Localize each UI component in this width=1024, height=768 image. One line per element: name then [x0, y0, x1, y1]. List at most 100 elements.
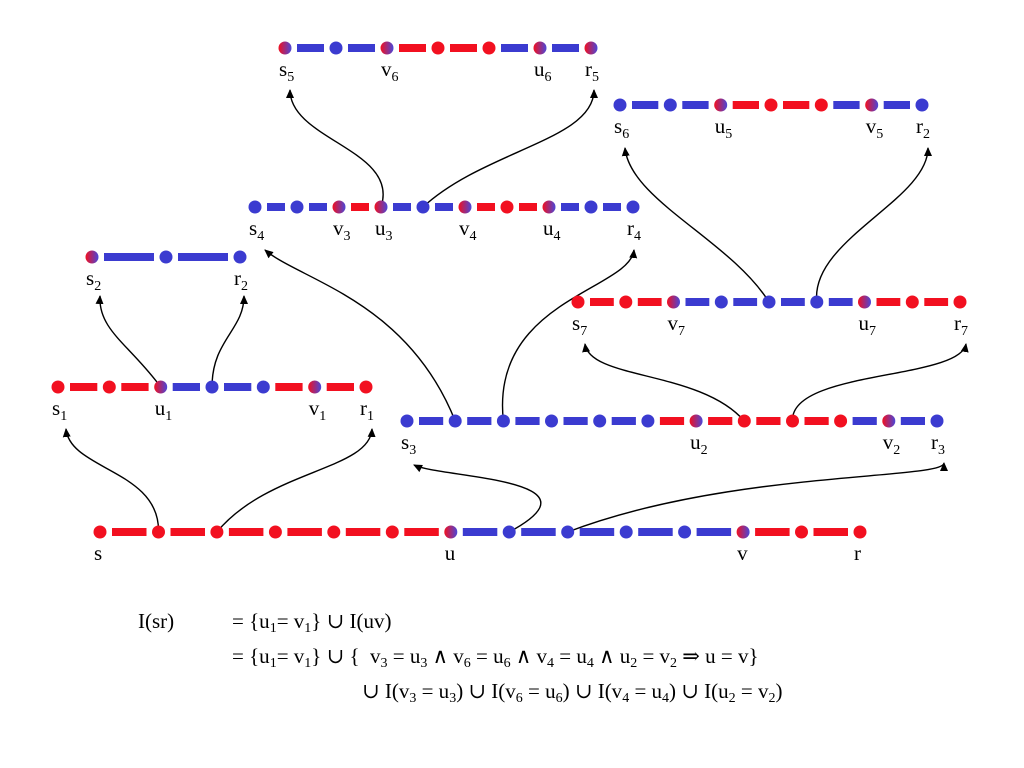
chain-node: [736, 525, 750, 539]
decomposition-arrow: [62, 428, 160, 533]
edge-segment: [399, 44, 426, 52]
edge-segment: [579, 528, 615, 536]
edge-segment: [852, 417, 877, 425]
chain-node: [714, 98, 728, 112]
chain-node: [762, 295, 776, 309]
edge-segment: [590, 298, 614, 306]
node-label: s5: [279, 57, 294, 85]
node-label: s2: [86, 266, 101, 294]
chain-node: [416, 200, 430, 214]
chain-node: [205, 380, 219, 394]
node-label: v2: [883, 430, 901, 458]
chain-node: [268, 525, 282, 539]
decomposition-arrow: [286, 89, 384, 208]
chain-s2-r2: [85, 250, 247, 264]
edge-segment: [781, 298, 805, 306]
node-label: s1: [52, 396, 67, 424]
edge-segment: [345, 528, 381, 536]
chain-node: [448, 414, 462, 428]
edge-segment: [104, 253, 154, 261]
edge-segment: [659, 417, 685, 425]
chain-node: [332, 200, 346, 214]
edge-segment: [419, 417, 444, 425]
chain-node: [248, 200, 262, 214]
edge-segment: [563, 417, 588, 425]
chain-node: [593, 414, 607, 428]
chain-node: [689, 414, 703, 428]
edge-segment: [326, 383, 354, 391]
edge-segment: [561, 203, 579, 211]
edge-segment: [708, 417, 733, 425]
chain-node: [545, 414, 558, 428]
edge-segment: [224, 383, 252, 391]
node-label: r2: [916, 114, 930, 142]
edge-segment: [450, 44, 477, 52]
node-label: u4: [543, 216, 561, 244]
edge-segment: [172, 383, 200, 391]
chain-node: [561, 525, 575, 539]
edge-segment: [685, 298, 710, 306]
chain-node: [834, 414, 848, 428]
edge-segment: [404, 528, 439, 536]
chain-node: [542, 200, 556, 214]
node-label: u5: [715, 114, 733, 142]
edge-segment: [435, 203, 453, 211]
decomposition-arrow: [413, 464, 542, 533]
chain-node: [714, 295, 728, 309]
node-label: v3: [333, 216, 351, 244]
chain-node: [764, 98, 778, 112]
chain-node: [500, 200, 514, 214]
edge-segment: [900, 417, 925, 425]
chain-node: [858, 295, 871, 309]
decomposition-arrow: [211, 295, 248, 388]
chain-node: [256, 380, 270, 394]
chain-node: [308, 380, 322, 394]
edge-segment: [70, 383, 98, 391]
edge-segment: [309, 203, 327, 211]
node-label: r4: [627, 216, 641, 244]
node-label: s: [94, 541, 102, 565]
node-label: s4: [249, 216, 264, 244]
chain-node: [584, 200, 598, 214]
edge-segment: [603, 203, 621, 211]
edge-segment: [682, 101, 709, 109]
node-label: v: [737, 541, 748, 565]
node-label: s6: [614, 114, 629, 142]
chain-node: [154, 380, 168, 394]
chain-node: [641, 414, 655, 428]
edge-segment: [632, 101, 659, 109]
chain-node: [533, 41, 547, 55]
edge-segment: [833, 101, 860, 109]
equation-lhs: I(sr): [138, 609, 175, 633]
edge-segment: [112, 528, 147, 536]
chain-node: [502, 525, 516, 539]
chain-node: [678, 525, 692, 539]
chain-node: [278, 41, 292, 55]
chain-node: [667, 295, 680, 309]
decomposition-arrow: [264, 249, 456, 422]
edge-segment: [733, 298, 758, 306]
decomposition-arrow: [816, 147, 932, 303]
edge-segment: [501, 44, 528, 52]
node-label: v5: [866, 114, 884, 142]
edge-segment: [462, 528, 498, 536]
chain-node: [613, 98, 627, 112]
edge-segment: [348, 44, 375, 52]
node-label: r3: [931, 430, 945, 458]
arrow-layer: [62, 89, 969, 533]
chain-node: [619, 525, 633, 539]
edge-segment: [521, 528, 556, 536]
edge-segment: [297, 44, 324, 52]
chain-node: [663, 98, 677, 112]
chain-node: [458, 200, 472, 214]
chain-node: [327, 525, 341, 539]
node-label: r: [854, 541, 861, 565]
chain-node: [905, 295, 919, 309]
chain-node: [159, 250, 173, 264]
equation-line-3: ∪ I(v3 = u3) ∪ I(v6 = u6) ∪ I(v4 = u4) ∪…: [362, 679, 783, 706]
node-label: u: [445, 541, 456, 565]
chain-s1-r1: [51, 380, 373, 394]
decomposition-arrow: [501, 249, 638, 422]
